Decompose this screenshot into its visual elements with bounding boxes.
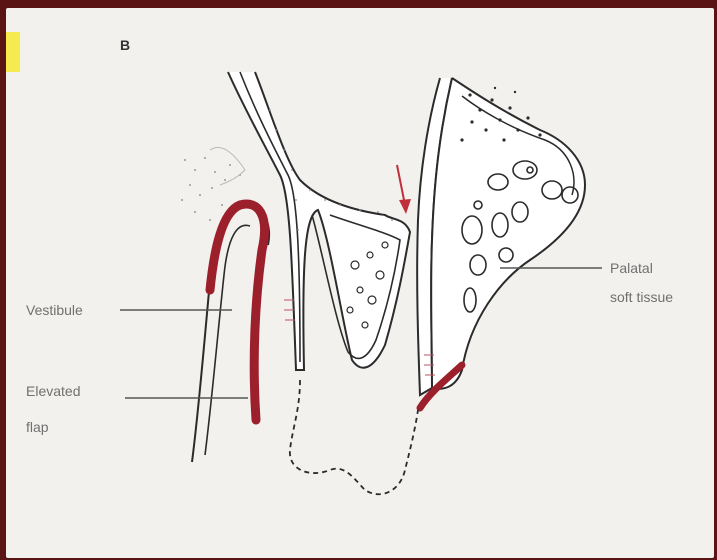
panel-letter: B xyxy=(120,37,130,53)
extraction-socket-dashed xyxy=(290,380,418,494)
label-elevated-flap-line2: flap xyxy=(26,419,49,435)
incision-arrow xyxy=(397,165,411,214)
elevated-flap-red xyxy=(210,204,265,420)
label-vestibule: Vestibule xyxy=(26,302,83,318)
soft-tissue-outline xyxy=(210,148,245,186)
label-palatal-line1: Palatal xyxy=(610,260,653,276)
label-palatal-line2: soft tissue xyxy=(610,289,673,305)
label-elevated-flap-line1: Elevated xyxy=(26,383,80,399)
